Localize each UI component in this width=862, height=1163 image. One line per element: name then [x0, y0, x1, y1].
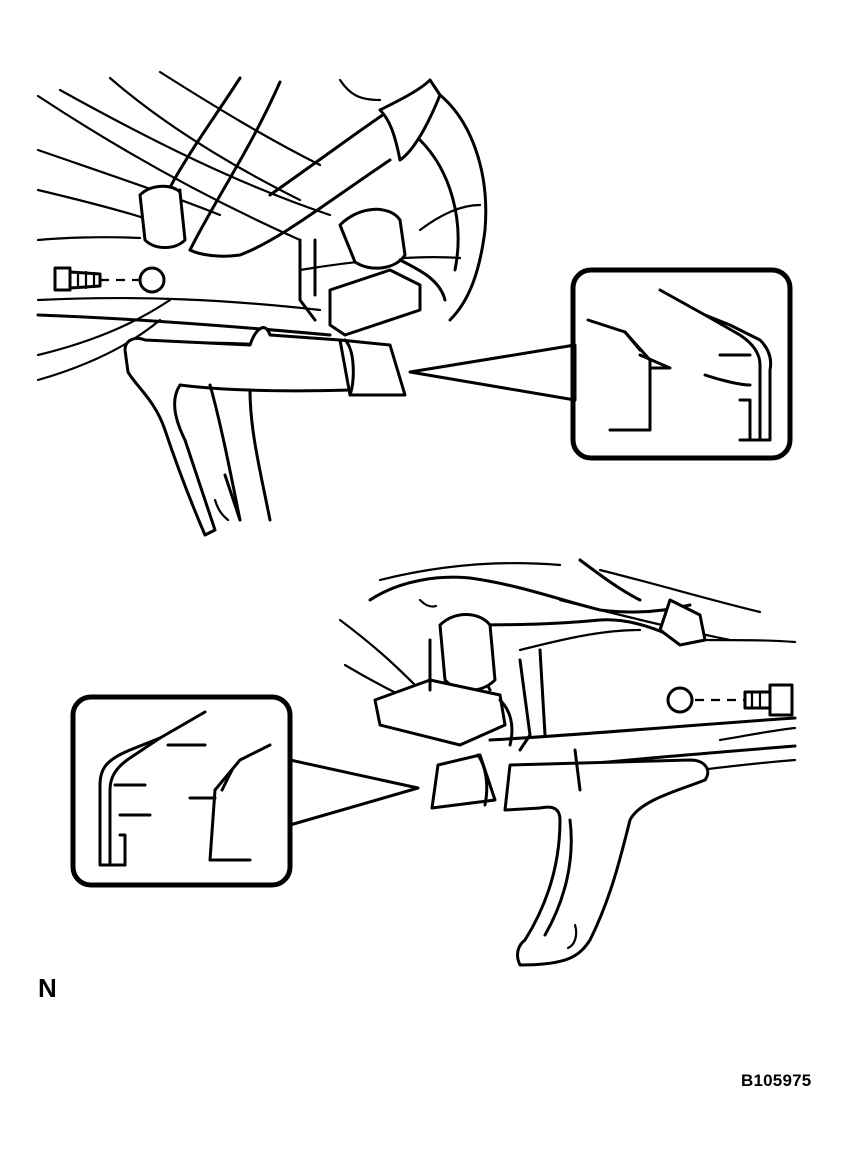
- orientation-marker: N: [38, 973, 57, 1003]
- bottom-bracket: [488, 716, 797, 967]
- bottom-view: [338, 558, 797, 967]
- top-bolt: [53, 266, 166, 294]
- top-detail-box: [570, 267, 793, 461]
- top-view: [36, 70, 488, 537]
- bottom-clip: [430, 753, 497, 810]
- bottom-detail-pointer: [288, 758, 420, 827]
- bottom-body-lines: [338, 562, 797, 772]
- top-body-lines: [36, 70, 482, 382]
- top-clip: [338, 338, 407, 397]
- bottom-bolt: [666, 683, 794, 717]
- top-connector: [298, 207, 447, 337]
- bottom-detail-box: [70, 694, 293, 888]
- top-hose-clamp: [138, 184, 187, 249]
- figure-code: B105975: [741, 1071, 812, 1090]
- bottom-connector: [373, 638, 547, 752]
- top-bracket: [36, 313, 362, 537]
- bottom-hose: [368, 558, 707, 692]
- top-detail-pointer: [408, 343, 577, 402]
